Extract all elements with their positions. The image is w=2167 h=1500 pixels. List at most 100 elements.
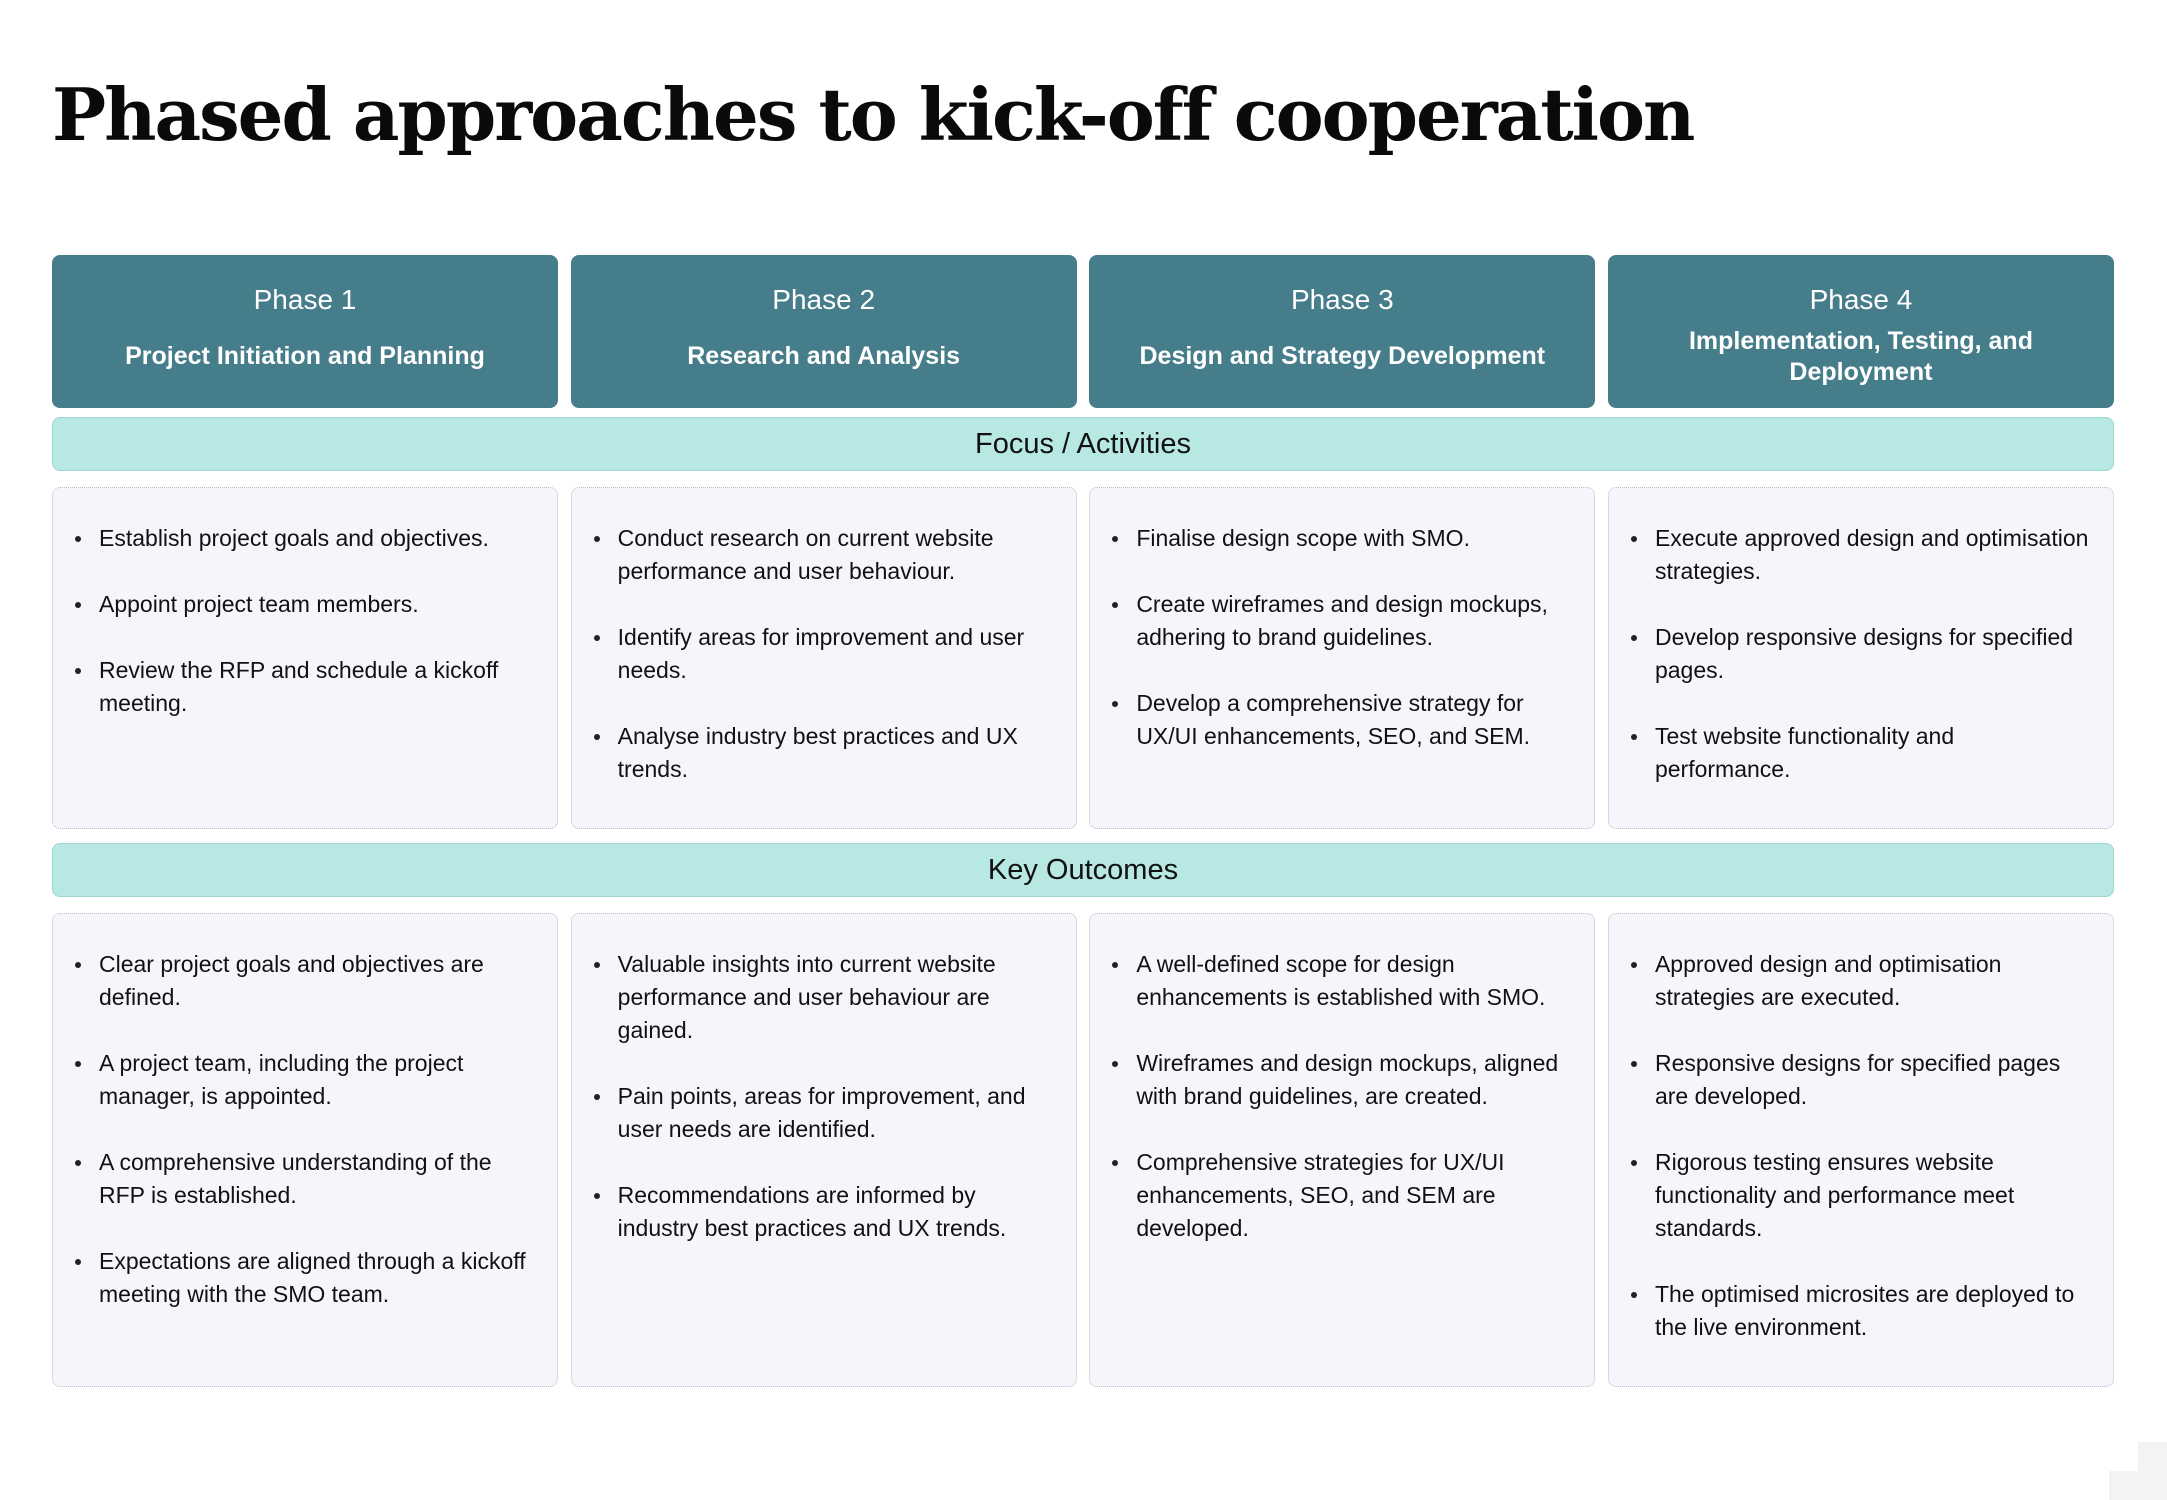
outcomes-card-phase-3: A well-defined scope for design enhancem… — [1089, 913, 1596, 1387]
focus-card-phase-4: Execute approved design and optimisation… — [1607, 487, 2114, 829]
bullet-icon — [593, 962, 600, 968]
list-item-text: Clear project goals and objectives are d… — [99, 951, 484, 1010]
list-item: Finalise design scope with SMO. — [1108, 522, 1576, 555]
outcomes-card-phase-1: Clear project goals and objectives are d… — [52, 913, 558, 1387]
bullet-icon — [75, 668, 81, 674]
list-item-text: Execute approved design and optimisation… — [1654, 525, 2089, 584]
bullet-icon — [75, 536, 81, 542]
list-item-text: Wireframes and design mockups, aligned w… — [1136, 1050, 1559, 1109]
list-item-text: Create wireframes and design mockups, ad… — [1136, 591, 1548, 650]
focus-list: Conduct research on current website perf… — [590, 522, 1058, 786]
list-item: Expectations are aligned through a kicko… — [71, 1245, 539, 1311]
bullet-icon — [1112, 962, 1119, 968]
list-item: Clear project goals and objectives are d… — [71, 948, 539, 1014]
bullet-icon — [75, 1061, 81, 1067]
bullet-icon — [1630, 1292, 1637, 1298]
key-outcomes-row: Clear project goals and objectives are d… — [52, 913, 2114, 1387]
bullet-icon — [1630, 962, 1637, 968]
list-item: Approved design and optimisation strateg… — [1627, 948, 2095, 1014]
bullet-icon — [593, 536, 600, 542]
list-item-text: Approved design and optimisation strateg… — [1654, 951, 2002, 1010]
phase-header-1: Phase 1 Project Initiation and Planning — [52, 255, 558, 408]
bullet-icon — [593, 635, 600, 641]
focus-activities-band: Focus / Activities — [52, 417, 2114, 471]
list-item: A comprehensive understanding of the RFP… — [71, 1146, 539, 1212]
list-item: Comprehensive strategies for UX/UI enhan… — [1108, 1146, 1576, 1245]
phase-number: Phase 3 — [1290, 284, 1394, 315]
focus-card-phase-1: Establish project goals and objectives. … — [52, 487, 558, 829]
list-item-text: Develop a comprehensive strategy for UX/… — [1136, 690, 1531, 749]
outcomes-card-phase-2: Valuable insights into current website p… — [570, 913, 1077, 1387]
list-item-text: A well-defined scope for design enhancem… — [1136, 951, 1546, 1010]
bullet-icon — [1630, 635, 1637, 641]
list-item: Develop a comprehensive strategy for UX/… — [1108, 687, 1576, 753]
list-item-text: Conduct research on current website perf… — [617, 525, 994, 584]
list-item: Responsive designs for specified pages a… — [1627, 1047, 2095, 1113]
phase-header-4: Phase 4 Implementation, Testing, and Dep… — [1607, 255, 2114, 408]
list-item-text: Expectations are aligned through a kicko… — [99, 1248, 526, 1307]
list-item: Pain points, areas for improvement, and … — [590, 1080, 1058, 1146]
list-item-text: Recommendations are informed by industry… — [617, 1182, 1007, 1241]
list-item-text: The optimised microsites are deployed to… — [1654, 1281, 2075, 1340]
list-item-text: Test website functionality and performan… — [1654, 723, 1955, 782]
key-outcomes-band: Key Outcomes — [52, 843, 2114, 897]
outcomes-list: Valuable insights into current website p… — [590, 948, 1058, 1245]
outcomes-card-phase-4: Approved design and optimisation strateg… — [1607, 913, 2114, 1387]
list-item: Review the RFP and schedule a kickoff me… — [71, 654, 539, 720]
phase-name: Design and Strategy Development — [1139, 342, 1546, 370]
phase-name: Project Initiation and Planning — [125, 342, 485, 370]
list-item-text: Pain points, areas for improvement, and … — [617, 1083, 1026, 1142]
bullet-icon — [593, 1094, 600, 1100]
outcomes-list: Clear project goals and objectives are d… — [71, 948, 539, 1311]
list-item-text: Comprehensive strategies for UX/UI enhan… — [1136, 1149, 1505, 1241]
phase-table: Phase 1 Project Initiation and Planning … — [52, 255, 2114, 1387]
list-item-text: A project team, including the project ma… — [99, 1050, 464, 1109]
list-item: Valuable insights into current website p… — [590, 948, 1058, 1047]
focus-list: Finalise design scope with SMO. Create w… — [1108, 522, 1576, 753]
list-item: Wireframes and design mockups, aligned w… — [1108, 1047, 1576, 1113]
bullet-icon — [1112, 602, 1119, 608]
bullet-icon — [1112, 1160, 1119, 1166]
bullet-icon — [1630, 1061, 1637, 1067]
phase-name: Implementation, Testing, and Deployment — [1688, 326, 2033, 386]
list-item: Create wireframes and design mockups, ad… — [1108, 588, 1576, 654]
list-item: Analyse industry best practices and UX t… — [590, 720, 1058, 786]
list-item: A project team, including the project ma… — [71, 1047, 539, 1113]
list-item: Identify areas for improvement and user … — [590, 621, 1058, 687]
list-item-text: Establish project goals and objectives. — [99, 525, 489, 551]
outcomes-list: A well-defined scope for design enhancem… — [1108, 948, 1576, 1245]
focus-activities-row: Establish project goals and objectives. … — [52, 487, 2114, 829]
list-item: Recommendations are informed by industry… — [590, 1179, 1058, 1245]
focus-list: Execute approved design and optimisation… — [1627, 522, 2095, 786]
list-item: Rigorous testing ensures website functio… — [1627, 1146, 2095, 1245]
bullet-icon — [1112, 701, 1119, 707]
list-item-text: Finalise design scope with SMO. — [1136, 525, 1470, 551]
phase-header-row: Phase 1 Project Initiation and Planning … — [52, 255, 2114, 408]
bullet-icon — [1630, 1160, 1637, 1166]
list-item-text: Analyse industry best practices and UX t… — [617, 723, 1018, 782]
list-item: Develop responsive designs for specified… — [1627, 621, 2095, 687]
list-item: Execute approved design and optimisation… — [1627, 522, 2095, 588]
bullet-icon — [1630, 734, 1637, 740]
list-item-text: Responsive designs for specified pages a… — [1654, 1050, 2061, 1109]
phase-number: Phase 1 — [253, 284, 357, 315]
bullet-icon — [1112, 1061, 1119, 1067]
list-item-text: Valuable insights into current website p… — [617, 951, 996, 1043]
list-item-text: Review the RFP and schedule a kickoff me… — [99, 657, 499, 716]
focus-list: Establish project goals and objectives. … — [71, 522, 539, 720]
bullet-icon — [75, 962, 81, 968]
bullet-icon — [1112, 536, 1119, 542]
bullet-icon — [75, 602, 81, 608]
list-item: The optimised microsites are deployed to… — [1627, 1278, 2095, 1344]
bullet-icon — [1630, 536, 1637, 542]
list-item: A well-defined scope for design enhancem… — [1108, 948, 1576, 1014]
corner-decoration — [2109, 1442, 2167, 1500]
list-item-text: A comprehensive understanding of the RFP… — [99, 1149, 492, 1208]
page-title: Phased approaches to kick-off cooperatio… — [52, 72, 1695, 157]
phase-number: Phase 2 — [772, 284, 876, 315]
phase-name: Research and Analysis — [687, 342, 961, 370]
phase-header-2: Phase 2 Research and Analysis — [570, 255, 1077, 408]
bullet-icon — [593, 1193, 600, 1199]
list-item-text: Identify areas for improvement and user … — [617, 624, 1025, 683]
focus-card-phase-2: Conduct research on current website perf… — [570, 487, 1077, 829]
